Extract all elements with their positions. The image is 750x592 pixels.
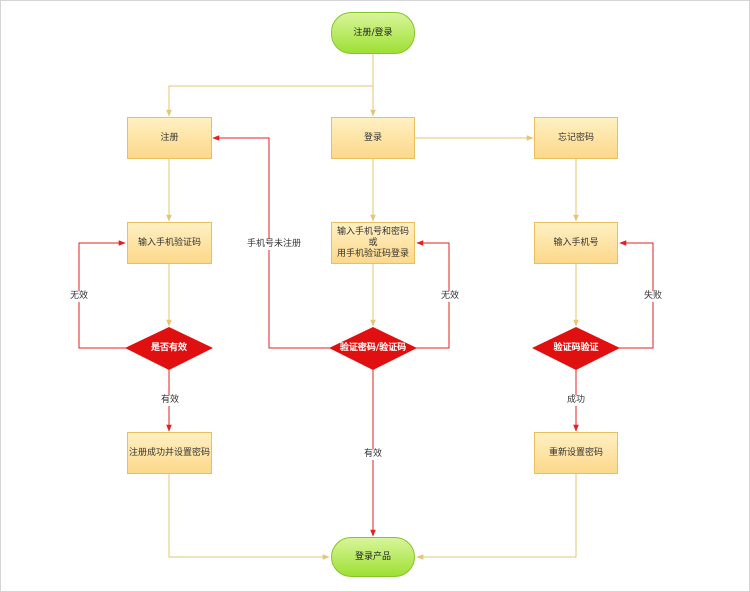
input-code-node[interactable]: 输入手机验证码	[127, 222, 212, 264]
start-node[interactable]: 注册/登录	[331, 12, 415, 54]
edge-regsuccess-end	[168, 474, 330, 560]
label-valid-left: 有效	[160, 395, 181, 406]
edge-start-register	[166, 85, 373, 117]
check-code-label: 验证码验证	[553, 342, 599, 353]
diamond-check-valid	[125, 327, 213, 370]
forgot-password-node[interactable]: 忘记密码	[534, 117, 618, 159]
register-success-node[interactable]: 注册成功并设置密码	[127, 432, 212, 474]
login-node[interactable]: 登录	[331, 117, 415, 159]
label-not-registered: 手机号未注册	[246, 239, 303, 250]
check-login-label: 验证密码/验证码	[339, 342, 407, 353]
label-invalid-left: 无效	[69, 291, 90, 302]
label-success-right: 成功	[566, 395, 587, 406]
register-node[interactable]: 注册	[127, 117, 212, 159]
label-valid-mid: 有效	[363, 449, 384, 460]
reset-password-node[interactable]: 重新设置密码	[534, 432, 618, 474]
label-fail-right: 失败	[643, 291, 664, 302]
diamond-check-code	[532, 327, 620, 370]
end-node[interactable]: 登录产品	[331, 537, 415, 577]
diamond-check-login	[329, 327, 417, 370]
input-login-node[interactable]: 输入手机号和密码 或 用手机验证码登录	[331, 222, 415, 264]
edge-reset-end	[416, 474, 577, 560]
input-phone-node[interactable]: 输入手机号	[534, 222, 618, 264]
check-valid-label: 是否有效	[150, 342, 187, 353]
label-invalid-mid: 无效	[440, 291, 461, 302]
